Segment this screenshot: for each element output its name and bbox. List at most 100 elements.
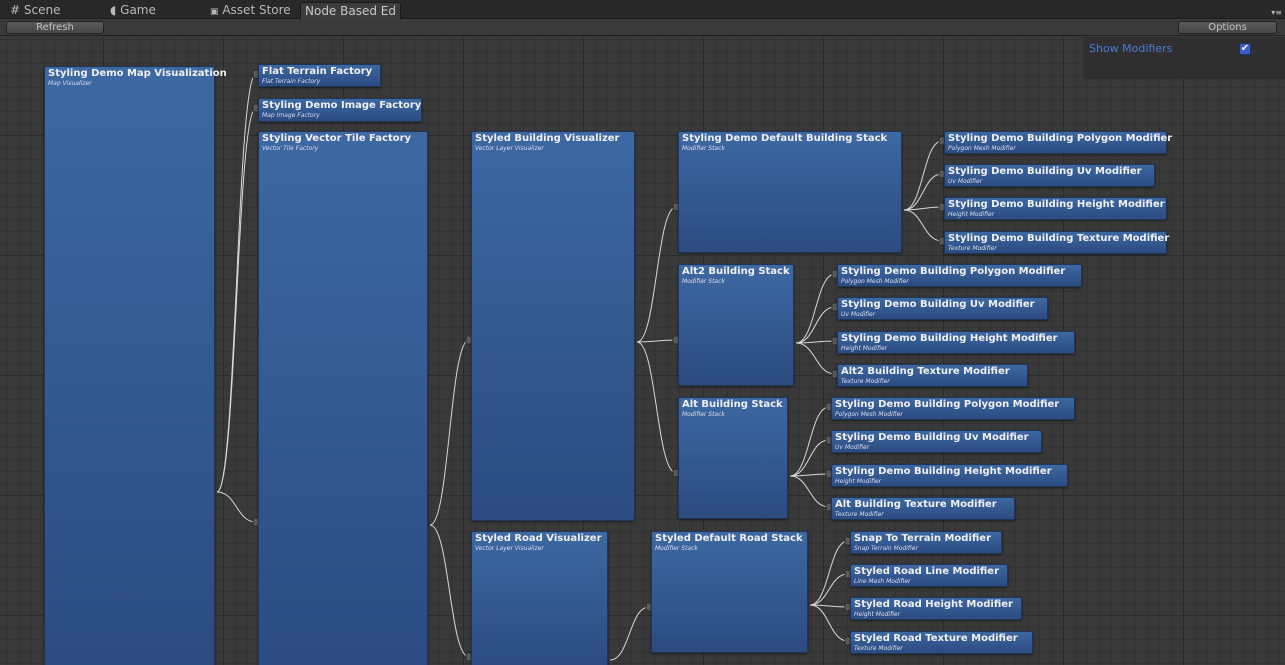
connection-wire	[636, 206, 677, 343]
connection-wire	[429, 524, 470, 658]
node-title: Styling Demo Map Visualization	[48, 68, 227, 79]
node-type: Vector Layer Visualizer	[475, 545, 544, 552]
node-title: Styling Demo Building Polygon Modifier	[841, 266, 1066, 277]
node-title: Styling Demo Building Polygon Modifier	[948, 133, 1173, 144]
node-type: Texture Modifier	[854, 645, 903, 652]
node-type: Map Visualizer	[48, 80, 92, 87]
menu-icon[interactable]: ▾≡	[1271, 8, 1282, 17]
connection-wire	[795, 306, 836, 344]
connection-wire	[636, 341, 677, 474]
show-modifiers-checkbox[interactable]: ✔	[1239, 43, 1251, 55]
node-type: Modifier Stack	[655, 545, 698, 552]
node-type: Polygon Mesh Modifier	[835, 411, 903, 418]
toolbar: Refresh Options	[0, 19, 1285, 36]
node-title: Styling Demo Building Uv Modifier	[835, 432, 1029, 443]
node-title: Styled Default Road Stack	[655, 533, 803, 544]
node-title: Styling Demo Building Polygon Modifier	[835, 399, 1060, 410]
node-type: Height Modifier	[835, 478, 882, 485]
node-title: Alt Building Stack	[682, 399, 783, 410]
node-type: Modifier Stack	[682, 145, 725, 152]
refresh-button[interactable]: Refresh	[6, 21, 104, 34]
node-title: Styling Demo Default Building Stack	[682, 133, 888, 144]
options-button[interactable]: Options	[1178, 21, 1277, 34]
node-type: Height Modifier	[841, 345, 888, 352]
node-type: Texture Modifier	[835, 511, 884, 518]
tab-asset-store[interactable]: ▣ Asset Store	[210, 3, 291, 17]
node-type: Modifier Stack	[682, 411, 725, 418]
pacman-icon: ◖	[110, 3, 117, 17]
node-title: Styling Demo Building Uv Modifier	[841, 299, 1035, 310]
node-type: Polygon Mesh Modifier	[841, 278, 909, 285]
connection-wire	[795, 340, 836, 344]
connection-wire	[809, 540, 849, 606]
node-title: Styled Road Texture Modifier	[854, 633, 1018, 644]
tab-game[interactable]: ◖ Game	[110, 3, 156, 17]
node-title: Styling Demo Building Height Modifier	[841, 333, 1058, 344]
node-title: Styled Road Line Modifier	[854, 566, 1000, 577]
show-modifiers-label: Show Modifiers	[1089, 42, 1173, 55]
node-type: Polygon Mesh Modifier	[948, 145, 1016, 152]
connection-wire	[429, 339, 470, 526]
connection-wire	[789, 439, 830, 477]
connection-wire	[903, 140, 943, 211]
connection-wire	[795, 342, 836, 375]
node-title: Styled Building Visualizer	[475, 133, 620, 144]
connection-wire	[809, 604, 849, 608]
grid-icon: #	[10, 3, 21, 17]
node-title: Styling Vector Tile Factory	[262, 133, 412, 144]
node-type: Snap Terrain Modifier	[854, 545, 918, 552]
node-type: Modifier Stack	[682, 278, 725, 285]
connection-wire	[789, 406, 830, 477]
tab-scene[interactable]: # Scene	[10, 3, 61, 17]
connection-wire	[789, 475, 830, 508]
connection-wire	[789, 473, 830, 477]
node-title: Alt Building Texture Modifier	[835, 499, 997, 510]
node-type: Uv Modifier	[948, 178, 983, 185]
tab-bar: # Scene ◖ Game ▣ Asset Store Node Based …	[0, 0, 1285, 19]
node-type: Uv Modifier	[841, 311, 876, 318]
node-type: Line Mesh Modifier	[854, 578, 911, 585]
connection-wire	[216, 491, 257, 523]
node-title: Styling Demo Building Uv Modifier	[948, 166, 1142, 177]
options-panel: Show Modifiers ✔	[1083, 37, 1285, 79]
node-title: Alt2 Building Stack	[682, 266, 790, 277]
node-title: Styling Demo Building Texture Modifier	[948, 233, 1170, 244]
connection-wire	[809, 604, 849, 642]
connection-wire	[903, 206, 943, 211]
connection-wire	[809, 573, 849, 606]
connection-wire	[903, 173, 943, 211]
node-type: Flat Terrain Factory	[262, 78, 321, 85]
node-title: Styled Road Height Modifier	[854, 599, 1013, 610]
tab-node-based-editor[interactable]: Node Based Ed	[300, 2, 401, 19]
node-title: Snap To Terrain Modifier	[854, 533, 992, 544]
node-type: Uv Modifier	[835, 444, 870, 451]
node-type: Vector Tile Factory	[262, 145, 319, 152]
